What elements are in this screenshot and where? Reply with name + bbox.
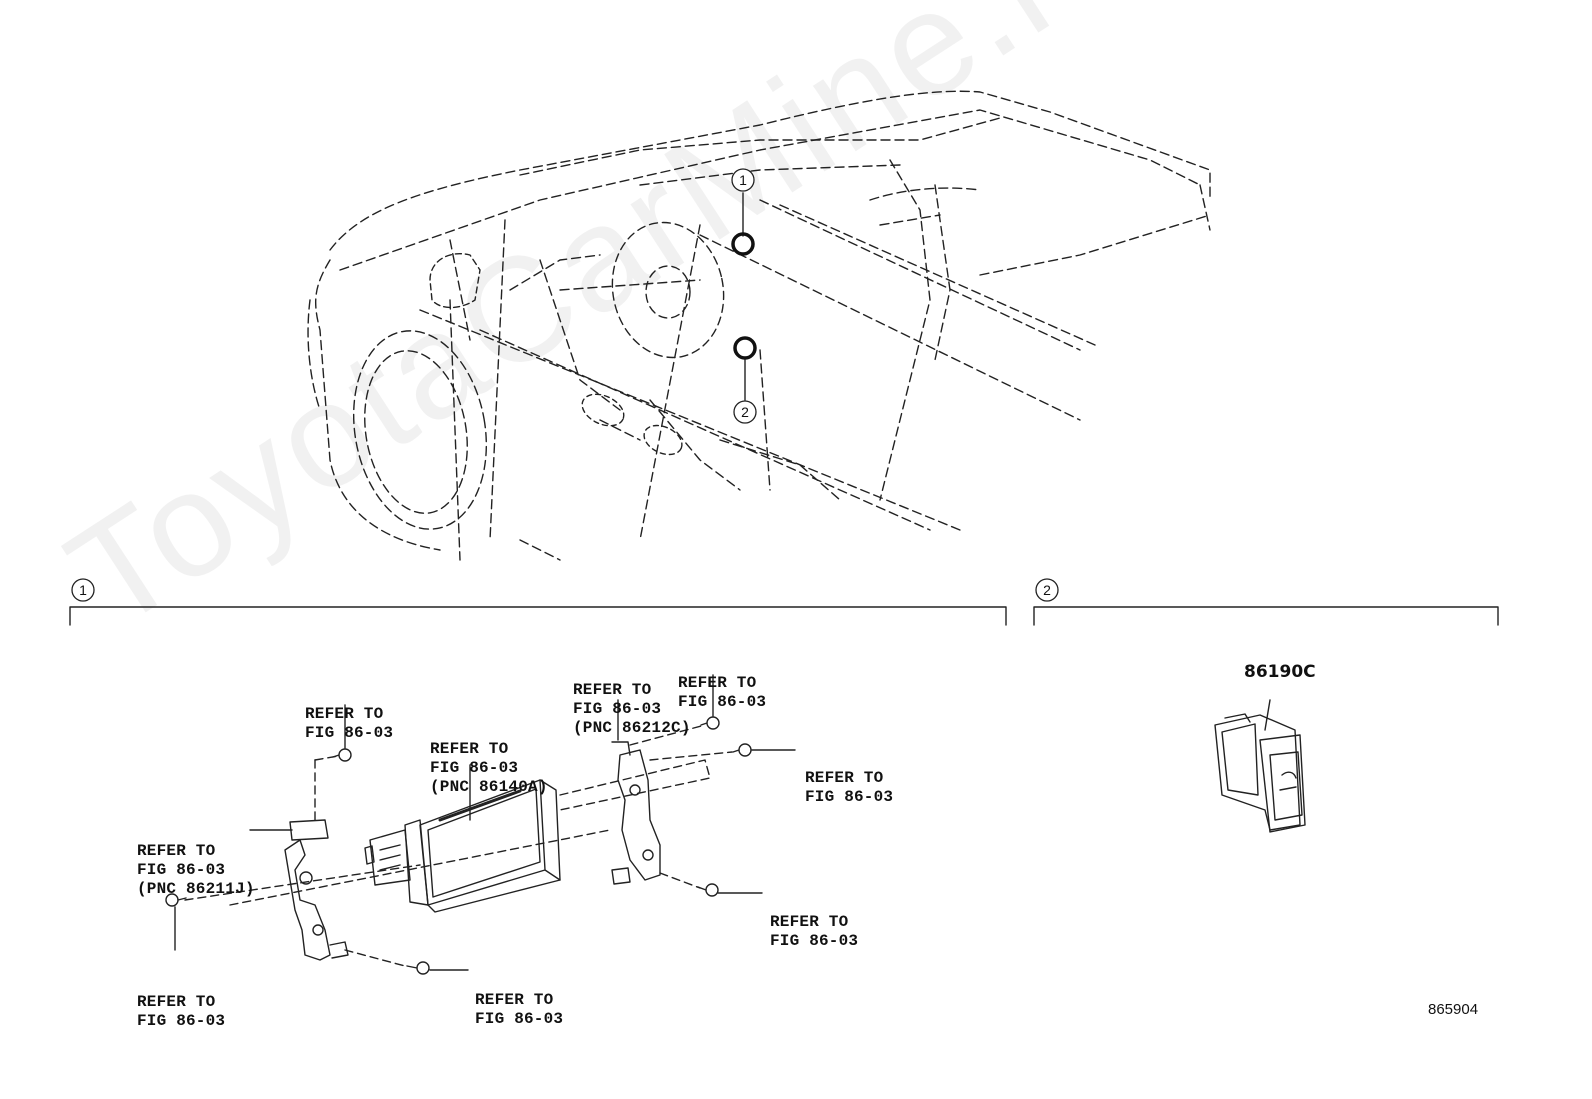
steering-wheel-outline <box>611 221 725 359</box>
section-2-bracket <box>1033 606 1499 626</box>
callout-circle-1-car <box>731 168 755 192</box>
vehicle-outline <box>307 90 1211 561</box>
callout-1-section-text: 1 <box>79 582 87 598</box>
left-bracket-drawing <box>284 819 349 961</box>
part-number-label: 86190C <box>1244 662 1316 682</box>
callout-circle-2-section <box>1035 578 1059 602</box>
mirror-outline <box>429 253 481 309</box>
switch-drawing <box>1214 699 1306 833</box>
leader-lines <box>174 192 796 971</box>
location-marker-2 <box>733 336 757 360</box>
alignment-lines <box>184 724 733 967</box>
callout-circle-2-car <box>733 400 757 424</box>
audio-unit-drawing <box>364 779 561 913</box>
callout-circle-1-section <box>71 578 95 602</box>
figure-number: 865904 <box>1428 1001 1479 1018</box>
vent-outlines <box>581 393 683 456</box>
callout-1-car-text: 1 <box>739 172 747 188</box>
right-bracket-drawing <box>611 741 661 885</box>
callout-2-section-text: 2 <box>1043 582 1051 598</box>
callout-2-car-text: 2 <box>741 404 749 420</box>
front-wheel-outline <box>352 330 488 530</box>
section-1-bracket <box>69 606 1007 626</box>
location-marker-1 <box>731 232 755 256</box>
